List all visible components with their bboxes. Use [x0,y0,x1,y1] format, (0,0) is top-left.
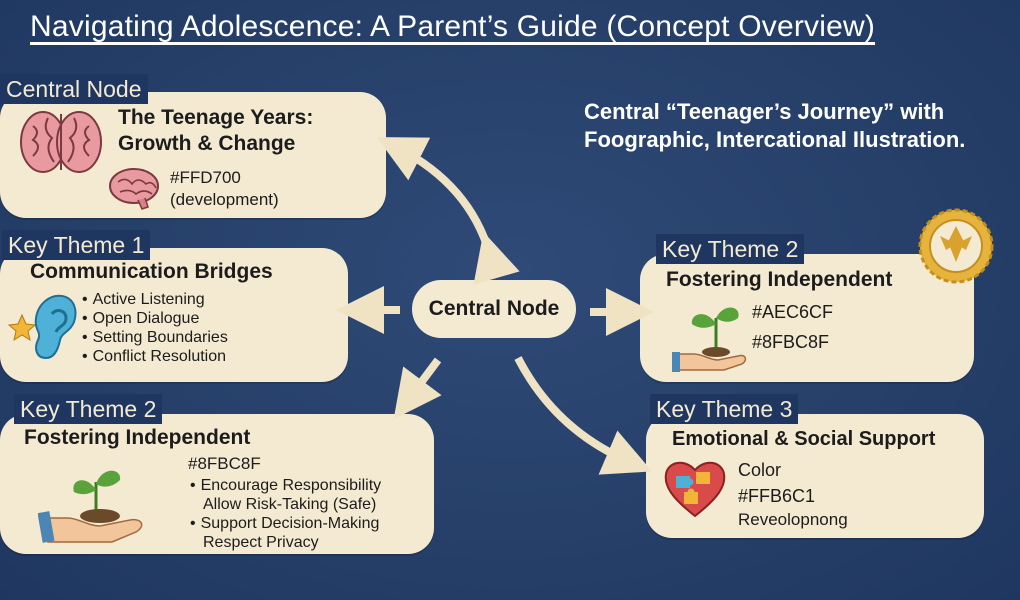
key-theme-2-left-list: Encourage Responsibility Allow Risk-Taki… [190,476,382,552]
central-node-sub: (development) [170,190,279,209]
central-node-title-2: Growth & Change [118,132,296,155]
key-theme-3-title: Emotional & Social Support [672,428,936,450]
medal-icon [918,208,994,284]
key-theme-2-right-title: Fostering Independent [666,268,893,291]
puzzle-heart-icon [664,461,726,518]
key-theme-1-tab: Key Theme 1 [2,230,151,260]
small-brain-icon [109,168,159,210]
key-theme-2-right-color-1: #AEC6CF [752,302,834,322]
plant-hand-icon [38,470,143,543]
key-theme-3-card: Emotional & Social Support Color #FFB6C1… [646,414,984,538]
key-theme-1-title: Communication Bridges [30,260,273,283]
key-theme-2-right-tab: Key Theme 2 [656,234,805,264]
key-theme-3-line-2: #FFB6C1 [738,486,816,506]
list-item: Respect Privacy [203,534,319,551]
key-theme-3-line-3: Reveolopnong [738,510,848,529]
list-item: Setting Boundaries [82,328,228,347]
key-theme-2-left-title: Fostering Independent [24,426,251,449]
list-item: Allow Risk-Taking (Safe) [203,496,377,513]
arrow-center-to-theme2-left [393,357,442,420]
list-item: Open Dialogue [82,309,228,328]
key-theme-2-left-tab: Key Theme 2 [14,394,163,424]
key-theme-1-card: Communication Bridges Active Listening O… [0,248,348,382]
arrow-center-to-central [376,137,520,285]
key-theme-2-right-card: Fostering Independent #AEC6CF #8FBC8F [640,208,994,382]
list-item: Conflict Resolution [82,347,228,366]
arrow-center-to-theme3 [514,356,653,475]
page-title: Navigating Adolescence: A Parent’s Guide… [30,10,876,43]
central-node-title-1: The Teenage Years: [118,106,314,129]
ear-icon [7,294,77,360]
key-theme-3-line-1: Color [738,460,782,480]
key-theme-2-right-color-2: #8FBC8F [752,332,830,352]
list-item: Active Listening [82,290,228,309]
central-node-card: The Teenage Years: Growth & Change #FFD7… [0,92,386,218]
central-node-tab: Central Node [0,74,148,104]
list-item: Support Decision-Making [190,514,381,533]
list-item: Encourage Responsibility [190,476,382,495]
overview-note: Central “Teenager’s Journey” with Foogra… [584,99,966,152]
key-theme-3-tab: Key Theme 3 [650,394,799,424]
key-theme-2-left-card: Fostering Independent #8FBC8F Encourage … [0,414,434,554]
center-node: Central Node [412,280,576,338]
key-theme-2-left-color: #8FBC8F [188,454,261,473]
key-theme-1-list: Active Listening Open Dialogue Setting B… [82,290,228,366]
brain-icon [20,111,102,173]
plant-hand-icon [672,307,747,372]
central-node-color: #FFD700 [170,168,241,187]
